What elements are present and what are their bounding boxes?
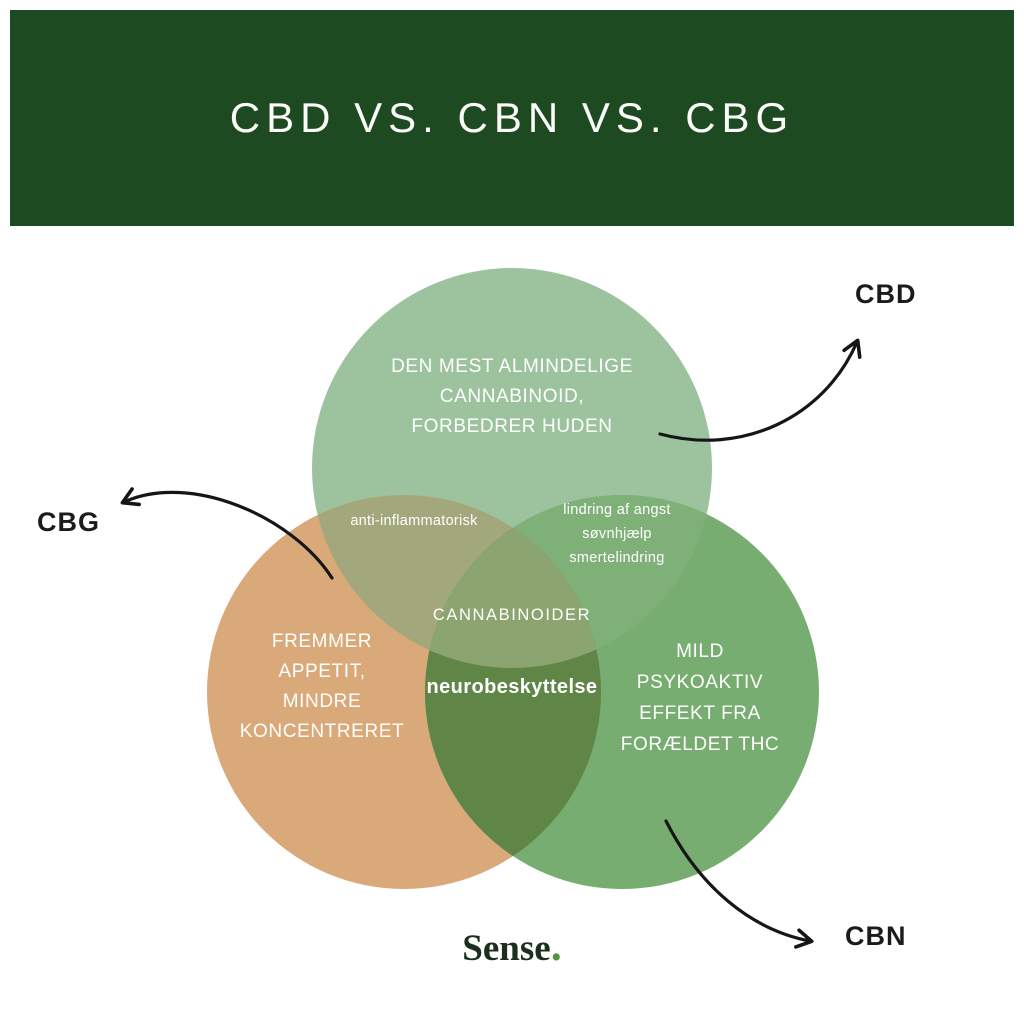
text-line: FORÆLDET THC (620, 734, 780, 755)
cbd-cbg-overlap-region (312, 495, 601, 668)
text-line: EFFEKT FRA (639, 703, 761, 724)
page-title: CBD VS. CBN VS. CBG (229, 94, 795, 141)
arrows-group (120, 338, 862, 949)
cbd-circle-text: DEN MEST ALMINDELIGE CANNABINOID, FORBED… (391, 352, 633, 442)
cbg-arrow (120, 487, 334, 580)
text-line: CANNABINOIDER (432, 606, 592, 624)
text-line: APPETIT, (278, 661, 366, 682)
brand-name: Sense (462, 928, 551, 969)
text-line: MILD (676, 641, 724, 662)
brand-logo: Sense. (462, 924, 561, 970)
cbg-label: CBG (37, 507, 100, 537)
cbg-cbn-overlap-text: neurobeskyttelse (427, 676, 598, 699)
cbd-arrow (658, 338, 862, 442)
text-line: søvnhjælp (582, 526, 652, 542)
cbn-arrow (664, 819, 814, 949)
text-line: DEN MEST ALMINDELIGE (391, 356, 633, 377)
cbd-cbg-overlap-text: anti-inflammatorisk (350, 513, 477, 529)
cbd-label: CBD (855, 279, 917, 309)
text-line: lindring af angst (563, 502, 671, 518)
text-line: CANNABINOID, (439, 386, 585, 407)
text-line: MINDRE (282, 691, 362, 712)
cbg-circle-text: FREMMER APPETIT, MINDRE KONCENTRERET (240, 627, 405, 747)
cbd-cbn-overlap-region (425, 495, 712, 668)
text-line: neurobeskyttelse (426, 676, 598, 698)
text-line: KONCENTRERET (239, 721, 405, 742)
cbd-cbn-overlap-text: lindring af angst søvnhjælp smertelindri… (563, 498, 670, 570)
cbn-label: CBN (845, 921, 907, 951)
text-line: PSYKOAKTIV (636, 672, 764, 693)
center-overlap-text: CANNABINOIDER (433, 606, 591, 625)
text-line: FREMMER (271, 631, 373, 652)
text-line: smertelindring (569, 550, 665, 566)
brand-dot: . (550, 921, 562, 970)
header-band: CBD VS. CBN VS. CBG (10, 10, 1014, 226)
cbn-circle-text: MILD PSYKOAKTIV EFFEKT FRA FORÆLDET THC (621, 636, 780, 760)
text-line: anti-inflammatorisk (350, 513, 478, 529)
text-line: FORBEDRER HUDEN (411, 416, 613, 437)
